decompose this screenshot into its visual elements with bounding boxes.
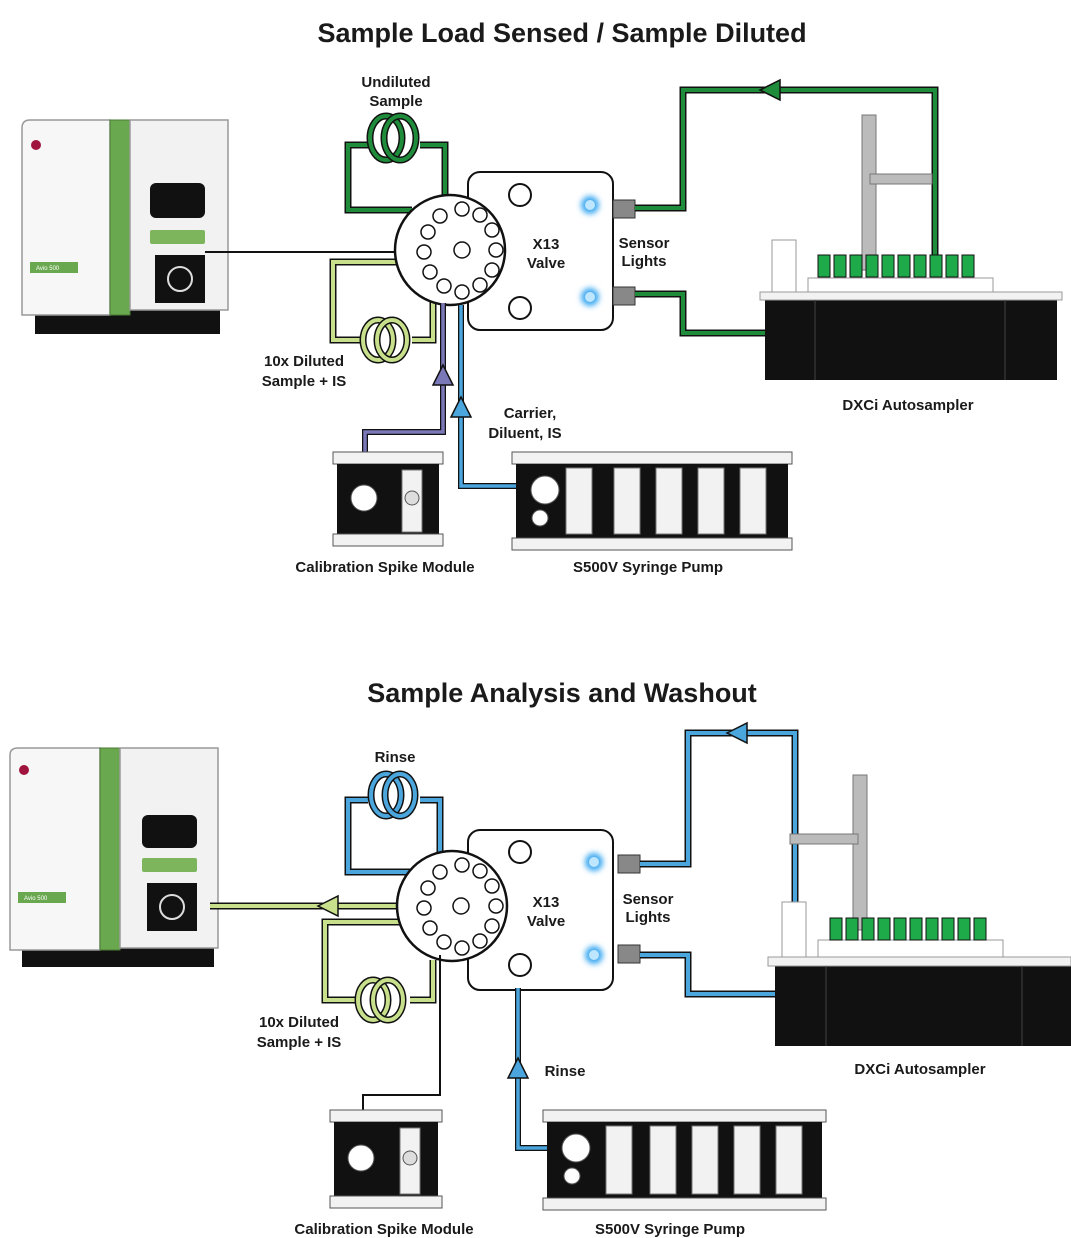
sensor-label-2: Lights [622, 253, 667, 270]
sensor-label-1: Sensor [619, 235, 670, 252]
loop-top-label-1: Undiluted [361, 74, 430, 91]
power-led [19, 765, 29, 775]
carrier-line-blue: Carrier, Diluent, IS [449, 305, 562, 489]
sensor-label-2: Lights [626, 909, 671, 926]
loop-bottom-label-2: Sample + IS [257, 1034, 342, 1051]
syringe-pump: S500V Syringe Pump [511, 451, 793, 576]
sensor-label-1: Sensor [623, 891, 674, 908]
instrument-badge-text: Avio 500 [24, 896, 48, 902]
syringe-label: S500V Syringe Pump [573, 559, 723, 576]
analysis-line-to-instrument [210, 894, 405, 918]
syringe-label: S500V Syringe Pump [595, 1221, 745, 1238]
x13-valve: X13 Valve [393, 171, 614, 331]
syringe-pump: S500V Syringe Pump [542, 1109, 827, 1238]
carrier-label-2: Diluent, IS [488, 425, 561, 442]
valve-label-1: X13 [533, 894, 560, 911]
loop-top-label: Rinse [375, 749, 416, 766]
diluted-sample-loop: 10x Diluted Sample + IS [257, 918, 437, 1051]
loop-bottom-label-1: 10x Diluted [264, 353, 344, 370]
panel-title: Sample Analysis and Washout [367, 678, 757, 708]
flow-arrow-left [758, 78, 781, 102]
loop-bottom-label-2: Sample + IS [262, 373, 347, 390]
dxci-autosampler: DXCi Autosampler [759, 114, 1063, 414]
torch-box [147, 883, 197, 931]
undiluted-sample-loop: Undiluted Sample [344, 74, 449, 215]
loop-top-label-2: Sample [369, 93, 422, 110]
calibration-spike-module: Calibration Spike Module [294, 1109, 474, 1238]
calibration-spike-module: Calibration Spike Module [295, 451, 475, 576]
torch-box [155, 255, 205, 303]
instrument-window [142, 815, 197, 848]
panel-analysis-washout: Sample Analysis and Washout Avio 500 [9, 678, 1071, 1238]
x13-valve: X13 Valve [395, 829, 614, 991]
valve-label-2: Valve [527, 913, 565, 930]
icp-instrument: Avio 500 [9, 747, 219, 967]
valve-label-2: Valve [527, 255, 565, 272]
calibration-label: Calibration Spike Module [295, 559, 474, 576]
diluted-sample-loop: 10x Diluted Sample + IS [262, 258, 437, 390]
rinse-line-blue [640, 721, 799, 998]
panel-title: Sample Load Sensed / Sample Diluted [317, 18, 806, 48]
carrier-label-1: Carrier, [504, 405, 557, 422]
rinse-loop: Rinse [344, 749, 444, 876]
icp-instrument: Avio 500 [21, 119, 229, 334]
autosampler-label: DXCi Autosampler [854, 1061, 985, 1078]
panel-sample-load: Sample Load Sensed / Sample Diluted Avio… [21, 18, 1063, 576]
power-led [31, 140, 41, 150]
loop-bottom-label-1: 10x Diluted [259, 1014, 339, 1031]
valve-label-1: X13 [533, 236, 560, 253]
pump-rinse-label: Rinse [545, 1063, 586, 1080]
instrument-badge [18, 892, 66, 903]
sample-line-green [635, 78, 939, 337]
valve-rotor [393, 193, 507, 307]
instrument-badge-text: Avio 500 [36, 266, 60, 272]
instrument-window [150, 183, 205, 218]
flow-arrow-left [725, 721, 748, 745]
instrument-badge [30, 262, 78, 273]
dxci-autosampler: DXCi Autosampler [767, 774, 1071, 1078]
autosampler-label: DXCi Autosampler [842, 397, 973, 414]
calibration-label: Calibration Spike Module [294, 1221, 473, 1238]
